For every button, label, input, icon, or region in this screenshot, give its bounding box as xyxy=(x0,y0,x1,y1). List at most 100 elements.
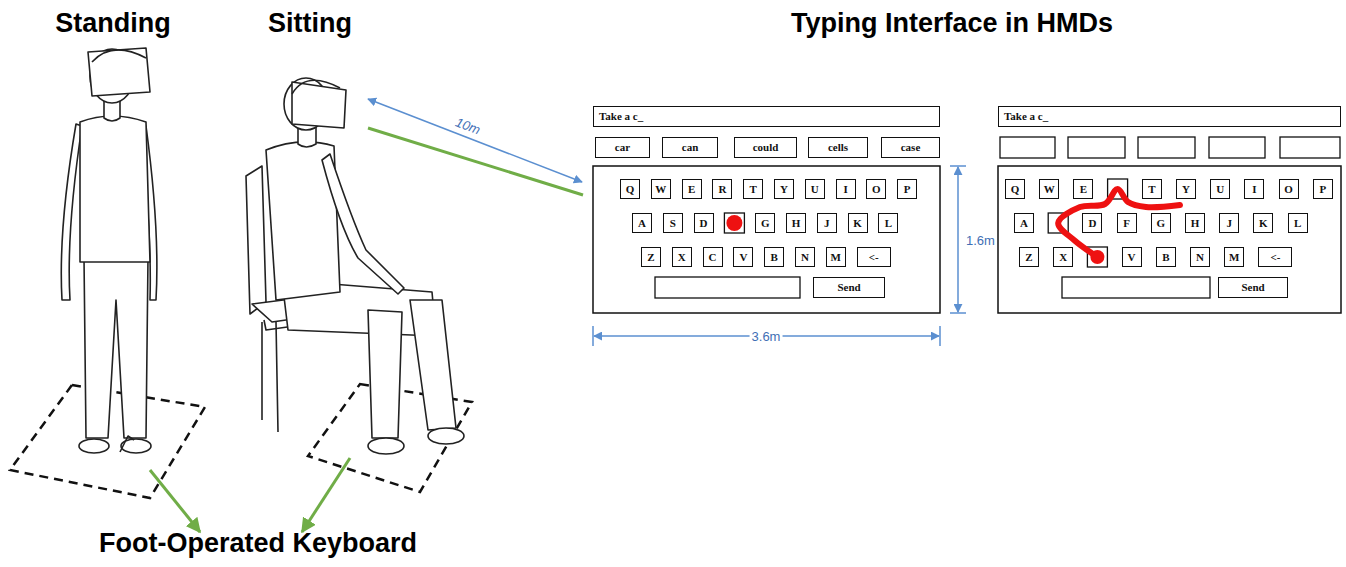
key-cap: D xyxy=(1082,213,1102,233)
empty-suggestion-box xyxy=(1138,137,1195,158)
key-label: B xyxy=(1162,252,1169,263)
dimension-tick xyxy=(939,326,941,346)
key-cap: T xyxy=(743,179,763,199)
suggestion-box: case xyxy=(881,137,940,158)
key-cap: N xyxy=(1190,247,1210,267)
key-cap: P xyxy=(1313,179,1333,199)
dimension-tick xyxy=(950,312,966,314)
key-cap: P xyxy=(897,179,917,199)
key-label: J xyxy=(824,218,830,229)
key-label: Z xyxy=(647,252,654,263)
key-label: E xyxy=(1080,184,1087,195)
leader-arrow xyxy=(302,458,350,532)
key-cap: K xyxy=(1253,213,1273,233)
key-label: T xyxy=(750,184,757,195)
text-input-box: Take a c_ xyxy=(998,106,1341,127)
key-label: V xyxy=(1128,252,1136,263)
key-label: <- xyxy=(869,252,879,263)
label-text: 3.6m xyxy=(752,329,781,344)
key-cap: O xyxy=(866,179,886,199)
view-heading: Standing xyxy=(55,8,171,39)
key-label: O xyxy=(1284,184,1293,195)
key-label: X xyxy=(1059,252,1067,263)
text-input-box: Take a c_ xyxy=(593,106,940,127)
key-cap: G xyxy=(755,213,775,233)
gaze-line xyxy=(368,128,583,195)
key-label: Z xyxy=(1025,252,1032,263)
key-label: A xyxy=(1020,218,1028,229)
key-cap: R xyxy=(712,179,732,199)
key-cap: U xyxy=(805,179,825,199)
key-cap: S xyxy=(663,213,683,233)
suggestion-box: could xyxy=(734,137,797,158)
key-cap: V xyxy=(1122,247,1142,267)
suggestion-box: car xyxy=(595,137,650,158)
key-label: L xyxy=(1294,218,1301,229)
dimension-label: 1.6m xyxy=(964,233,997,248)
key-label: car xyxy=(615,142,630,153)
key-cap: X xyxy=(672,247,692,267)
suggestion-box: cells xyxy=(808,137,868,158)
key-cap: Z xyxy=(641,247,661,267)
dimension-line xyxy=(368,99,582,182)
key-label: N xyxy=(801,252,809,263)
touch-point xyxy=(1090,250,1104,264)
key-label: Take a c_ xyxy=(599,111,643,122)
dimension-label: 3.6m xyxy=(750,329,783,344)
sitting-person xyxy=(246,78,464,454)
dimension-tick xyxy=(950,165,966,167)
leader-arrow xyxy=(150,470,200,532)
key-cap xyxy=(724,213,744,233)
key-label: E xyxy=(688,184,695,195)
key-label: G xyxy=(761,218,770,229)
keyboard-frame xyxy=(998,166,1341,313)
key-label: M xyxy=(831,252,841,263)
key-cap: Y xyxy=(1176,179,1196,199)
key-cap: E xyxy=(1073,179,1093,199)
key-label: V xyxy=(739,252,747,263)
key-label: S xyxy=(670,218,676,229)
key-cap: <- xyxy=(1258,247,1292,267)
component-label: Foot-Operated Keyboard xyxy=(99,528,417,559)
label-text: Standing xyxy=(55,8,171,38)
key-label: Q xyxy=(1011,184,1020,195)
dimension-label: 10m xyxy=(452,114,485,139)
key-cap: G xyxy=(1151,213,1171,233)
key-cap: O xyxy=(1279,179,1299,199)
key-cap: B xyxy=(764,247,784,267)
label-text: Sitting xyxy=(268,8,352,38)
key-cap: N xyxy=(795,247,815,267)
key-cap: C xyxy=(703,247,723,267)
key-cap: U xyxy=(1210,179,1230,199)
key-label: D xyxy=(700,218,708,229)
key-label: Y xyxy=(780,184,788,195)
key-cap: L xyxy=(878,213,898,233)
key-cap: Z xyxy=(1019,247,1039,267)
key-label: U xyxy=(811,184,819,195)
key-cap: A xyxy=(632,213,652,233)
space-bar xyxy=(1062,277,1210,298)
key-label: I xyxy=(1252,184,1256,195)
key-label: K xyxy=(1259,218,1268,229)
key-cap: Q xyxy=(620,179,640,199)
touch-point xyxy=(726,215,742,231)
key-label: R xyxy=(718,184,726,195)
key-label: <- xyxy=(1270,252,1280,263)
key-label: could xyxy=(753,142,779,153)
key-cap: X xyxy=(1053,247,1073,267)
empty-suggestion-box xyxy=(1000,137,1055,158)
key-label: Q xyxy=(626,184,635,195)
key-label: Send xyxy=(837,282,860,293)
key-cap: I xyxy=(1244,179,1264,199)
section-heading: Typing Interface in HMDs xyxy=(791,8,1113,39)
key-cap: Y xyxy=(774,179,794,199)
key-label: M xyxy=(1229,252,1239,263)
key-cap: I xyxy=(836,179,856,199)
key-cap: E xyxy=(682,179,702,199)
key-cap: M xyxy=(826,247,846,267)
keyboard-frame xyxy=(593,166,940,313)
key-cap: Q xyxy=(1005,179,1025,199)
key-cap: H xyxy=(786,213,806,233)
